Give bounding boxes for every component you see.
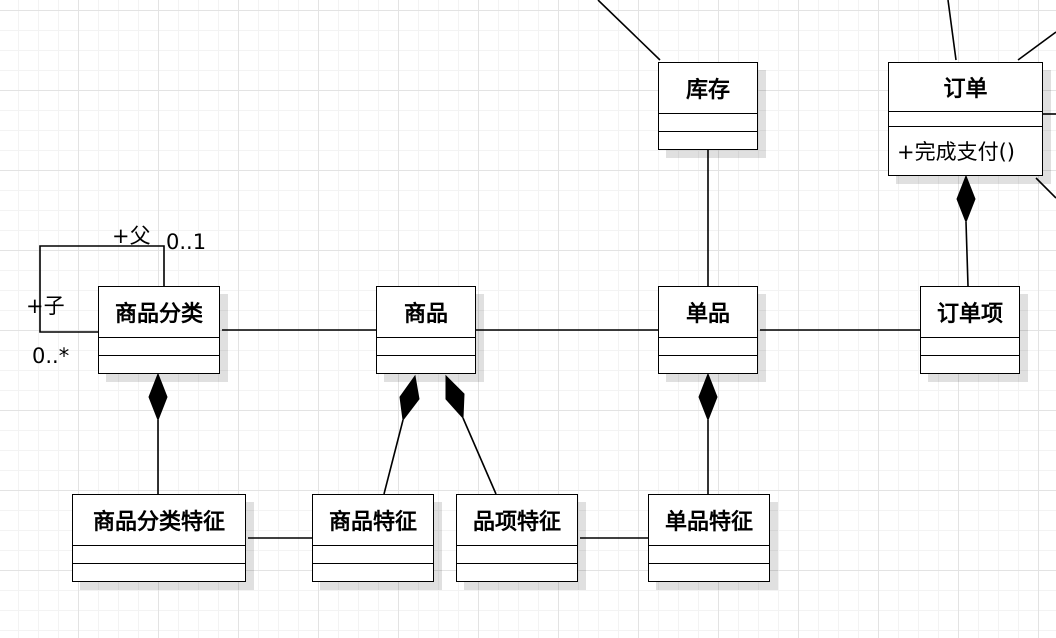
class-dingdan[interactable]: 订单 +完成支付()	[888, 62, 1043, 176]
class-shangpin-tezheng-operations	[313, 564, 433, 581]
class-shangpin-fenlei-tezheng-attributes	[73, 546, 245, 564]
class-kucun-operations	[659, 132, 757, 149]
class-shangpin-fenlei[interactable]: 商品分类	[98, 286, 220, 374]
class-dingdanxiang-operations	[921, 356, 1019, 373]
edge-fenlei-self	[39, 245, 165, 333]
edge-dingdan-offscreen-right-top	[1017, 31, 1056, 61]
class-dingdan-attributes	[889, 112, 1042, 127]
class-kucun[interactable]: 库存	[658, 62, 758, 150]
class-danpin-tezheng-attributes	[649, 546, 769, 564]
edge-shangpin-pinxiangtz	[462, 417, 497, 495]
class-dingdanxiang-name: 订单项	[921, 287, 1019, 338]
class-pinxiang-tezheng[interactable]: 品项特征	[456, 494, 578, 582]
class-shangpin-tezheng-attributes	[313, 546, 433, 564]
class-shangpin-fenlei-operations	[99, 356, 219, 373]
child-role-label: +子	[26, 294, 65, 318]
class-kucun-attributes	[659, 114, 757, 132]
class-kucun-name: 库存	[659, 63, 757, 114]
edge-dingdan-offscreen-right-bottom	[1035, 177, 1056, 199]
edge-dingdan-offscreen-top	[947, 0, 957, 61]
class-danpin-tezheng[interactable]: 单品特征	[648, 494, 770, 582]
class-shangpin-name: 商品	[377, 287, 475, 338]
class-dingdan-operation: +完成支付()	[897, 140, 1015, 164]
class-danpin-attributes	[659, 338, 757, 356]
class-shangpin-fenlei-attributes	[99, 338, 219, 356]
class-danpin-tezheng-operations	[649, 564, 769, 581]
edge-shangpin-shangpintz	[383, 419, 404, 495]
class-shangpin-tezheng[interactable]: 商品特征	[312, 494, 434, 582]
class-shangpin-attributes	[377, 338, 475, 356]
class-shangpin-operations	[377, 356, 475, 373]
composition-diamond-fenlei	[148, 372, 168, 422]
class-dingdanxiang-attributes	[921, 338, 1019, 356]
class-shangpin-fenlei-tezheng-name: 商品分类特征	[73, 495, 245, 546]
class-shangpin-tezheng-name: 商品特征	[313, 495, 433, 546]
parent-multiplicity-label: 0..1	[166, 230, 207, 254]
class-dingdanxiang[interactable]: 订单项	[920, 286, 1020, 374]
composition-diamond-shangpin-left	[399, 374, 420, 422]
class-shangpin-fenlei-tezheng[interactable]: 商品分类特征	[72, 494, 246, 582]
class-pinxiang-tezheng-name: 品项特征	[457, 495, 577, 546]
class-danpin-operations	[659, 356, 757, 373]
class-pinxiang-tezheng-attributes	[457, 546, 577, 564]
child-multiplicity-label: 0..*	[32, 344, 70, 368]
parent-role-label: +父	[112, 224, 151, 248]
class-shangpin[interactable]: 商品	[376, 286, 476, 374]
edge-dingdan-dingdanxiang	[965, 221, 969, 287]
class-dingdan-name: 订单	[889, 63, 1042, 112]
composition-diamond-dingdan	[956, 174, 976, 224]
class-danpin-tezheng-name: 单品特征	[649, 495, 769, 546]
class-danpin[interactable]: 单品	[658, 286, 758, 374]
composition-diamond-shangpin-right	[445, 374, 465, 420]
class-shangpin-fenlei-name: 商品分类	[99, 287, 219, 338]
edge-kucun-offscreen	[597, 0, 661, 61]
class-danpin-name: 单品	[659, 287, 757, 338]
class-pinxiang-tezheng-operations	[457, 564, 577, 581]
class-shangpin-fenlei-tezheng-operations	[73, 564, 245, 581]
composition-diamond-danpin	[698, 372, 718, 422]
